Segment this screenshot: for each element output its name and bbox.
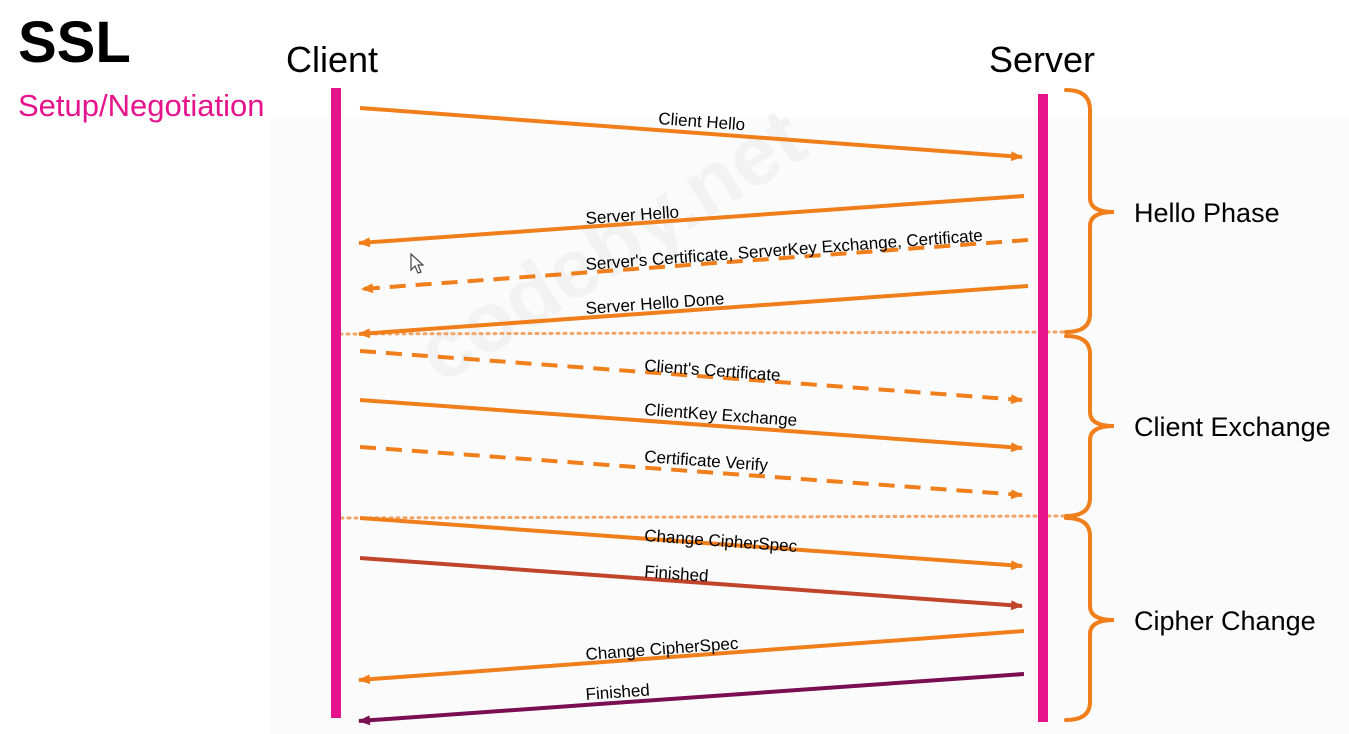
client-lifeline — [331, 88, 341, 718]
message-server-hello-done-arrow — [358, 284, 1029, 339]
message-change-cipherspec-arrow — [359, 516, 1023, 571]
message-finished-arrow — [358, 672, 1025, 726]
phase-label-cipher-change: Cipher Change — [1134, 606, 1316, 636]
phase-separator — [338, 330, 1072, 336]
phase-separator — [332, 514, 1072, 520]
phase-brace-client-exchange — [1064, 334, 1115, 518]
message-finished-label: Finished — [585, 680, 650, 704]
server-label: Server — [989, 39, 1096, 80]
message-change-cipherspec-label: Change CipherSpec — [644, 526, 799, 556]
message-change-cipherspec-arrow — [358, 629, 1025, 685]
server-lifeline — [1038, 94, 1048, 722]
message-server-certificate-label: Server's Certificate, ServerKey Exchange… — [585, 226, 984, 274]
message-finished-arrow — [359, 556, 1023, 611]
message-server-hello-label: Server Hello — [585, 203, 680, 228]
client-label: Client — [286, 39, 379, 80]
slide-title: SSL — [18, 10, 131, 75]
message-clientkey-exchange-arrow — [359, 398, 1023, 453]
mouse-cursor-icon — [410, 253, 424, 274]
phase-label-hello: Hello Phase — [1134, 198, 1280, 228]
message-server-hello-arrow — [358, 194, 1025, 248]
phase-label-client-exchange: Client Exchange — [1134, 412, 1331, 442]
phase-brace-hello — [1064, 88, 1115, 334]
message-server-certificate-arrow — [361, 238, 1029, 294]
message-client-hello-arrow — [359, 106, 1023, 162]
message-client-certificate-label: Client's Certificate — [644, 356, 781, 385]
slide-subtitle: Setup/Negotiation — [18, 88, 265, 123]
diagram-panel — [270, 118, 1349, 734]
message-certificate-verify-arrow — [359, 445, 1023, 500]
message-finished-label: Finished — [644, 562, 709, 586]
message-client-certificate-arrow — [359, 349, 1023, 405]
phase-brace-cipher-change — [1064, 516, 1115, 722]
